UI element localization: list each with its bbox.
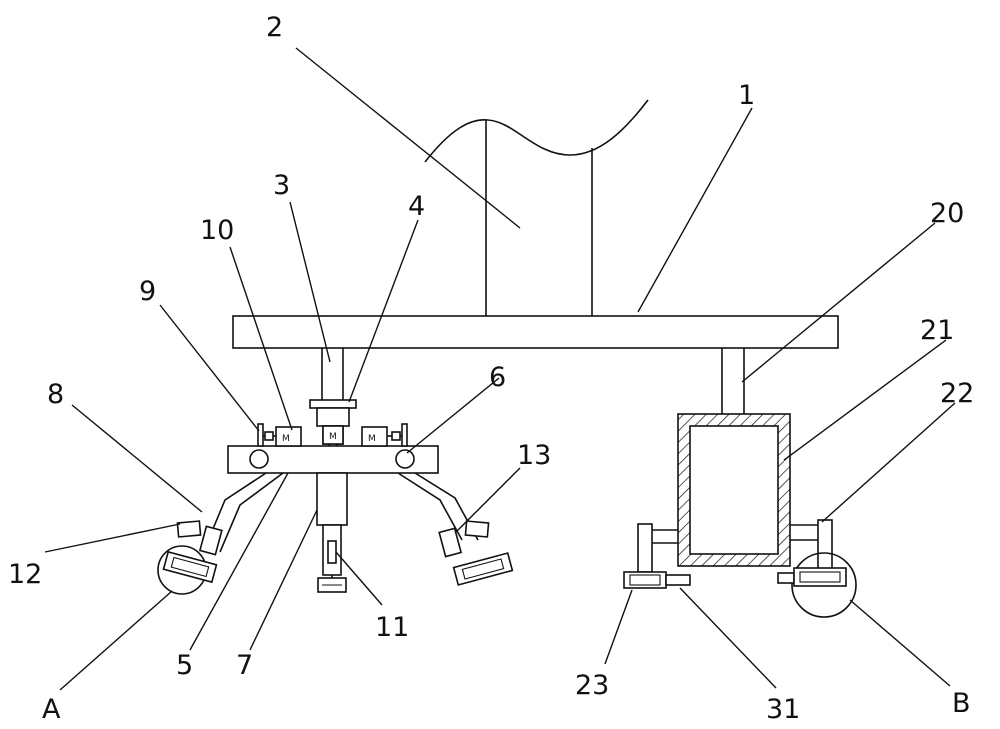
svg-text:M: M <box>329 432 337 442</box>
motor-left: M <box>275 426 302 447</box>
svg-text:M: M <box>368 434 376 444</box>
label-B: B <box>952 688 971 719</box>
label-9: 9 <box>139 276 156 307</box>
pivot-right <box>395 449 415 469</box>
slide-unit-right <box>777 552 857 618</box>
motor-center: M <box>322 425 344 445</box>
label-1: 1 <box>738 80 755 111</box>
label-4: 4 <box>408 191 425 222</box>
label-3: 3 <box>273 170 290 201</box>
right-gripper <box>452 552 514 586</box>
right-post <box>721 348 745 414</box>
part-labels: 1 2 3 4 5 6 7 8 9 10 11 12 13 20 21 22 2… <box>8 12 974 725</box>
label-6: 6 <box>489 362 506 393</box>
left-bracket <box>637 523 678 573</box>
center-column <box>316 472 348 593</box>
motor-right: M <box>361 426 388 447</box>
label-5: 5 <box>176 650 193 681</box>
right-arm <box>397 472 490 558</box>
label-20: 20 <box>930 198 964 229</box>
label-13: 13 <box>517 440 551 471</box>
slide-unit-left <box>623 571 691 589</box>
screw-shaft-left <box>257 423 276 447</box>
right-bracket <box>790 519 833 576</box>
upper-body <box>424 99 649 316</box>
left-arm <box>176 472 284 556</box>
label-12: 12 <box>8 559 42 590</box>
label-2: 2 <box>266 12 283 43</box>
left-post <box>321 348 344 400</box>
label-21: 21 <box>920 315 954 346</box>
label-8: 8 <box>47 379 64 410</box>
left-gripper <box>157 545 218 595</box>
leader-lines <box>44 47 956 691</box>
label-23: 23 <box>575 670 609 701</box>
label-31: 31 <box>766 694 800 725</box>
label-11: 11 <box>375 612 409 643</box>
label-7: 7 <box>236 650 253 681</box>
main-beam <box>232 315 839 349</box>
screw-shaft-right <box>387 423 408 447</box>
svg-text:M: M <box>282 434 290 444</box>
label-22: 22 <box>940 378 974 409</box>
hatched-box <box>677 413 791 567</box>
label-10: 10 <box>200 215 234 246</box>
pivot-left <box>249 449 269 469</box>
label-A: A <box>42 694 61 725</box>
